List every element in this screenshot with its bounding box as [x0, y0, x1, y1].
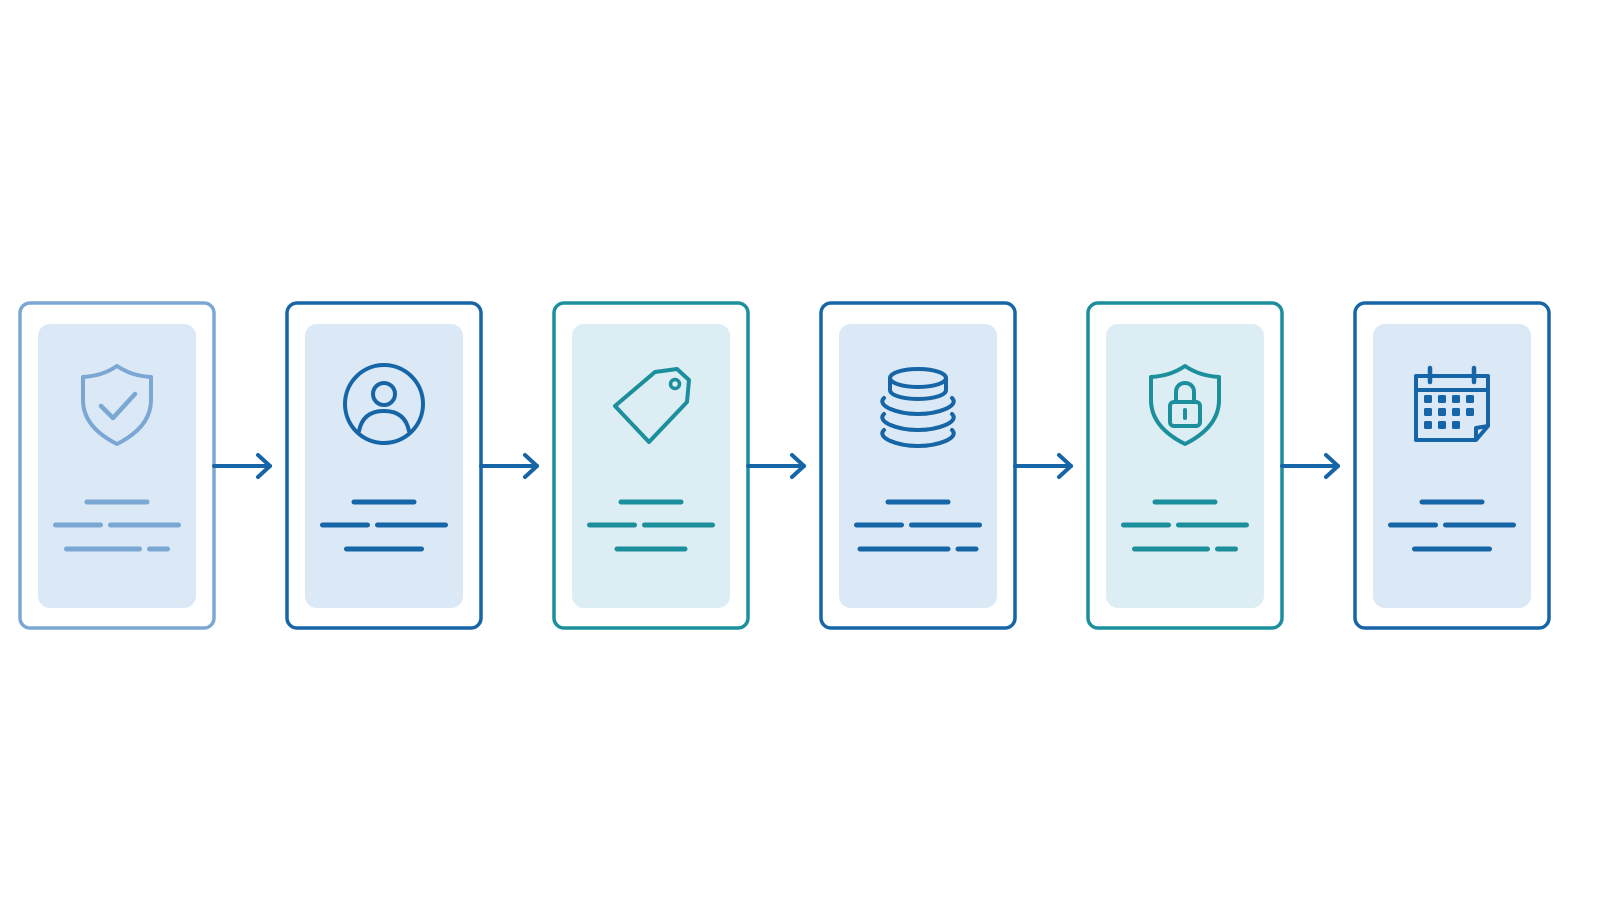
placeholder-text-lines — [53, 499, 181, 552]
arrow-right-icon — [212, 453, 272, 479]
arrow-right-icon — [1013, 453, 1073, 479]
coin-stack-icon — [880, 367, 956, 449]
shield-lock-icon — [1149, 364, 1221, 446]
process-step-card — [819, 301, 1017, 630]
user-profile-icon — [343, 363, 425, 445]
card-panel — [572, 324, 730, 608]
card-panel — [1373, 324, 1531, 608]
placeholder-text-lines — [854, 499, 982, 552]
arrow-right-icon — [1280, 453, 1340, 479]
price-tag-icon — [613, 367, 691, 444]
arrow-right-icon — [746, 453, 806, 479]
calendar-icon — [1414, 365, 1490, 442]
process-step-card — [285, 301, 483, 630]
arrow-right-icon — [479, 453, 539, 479]
card-panel — [839, 324, 997, 608]
process-step-card — [1086, 301, 1284, 630]
card-panel — [1106, 324, 1264, 608]
process-step-card — [1353, 301, 1551, 630]
placeholder-text-lines — [1388, 499, 1516, 552]
process-step-card — [18, 301, 216, 630]
placeholder-text-lines — [587, 499, 715, 552]
placeholder-text-lines — [320, 499, 448, 552]
card-panel — [38, 324, 196, 608]
shield-check-icon — [81, 364, 153, 446]
placeholder-text-lines — [1121, 499, 1249, 552]
process-step-card — [552, 301, 750, 630]
